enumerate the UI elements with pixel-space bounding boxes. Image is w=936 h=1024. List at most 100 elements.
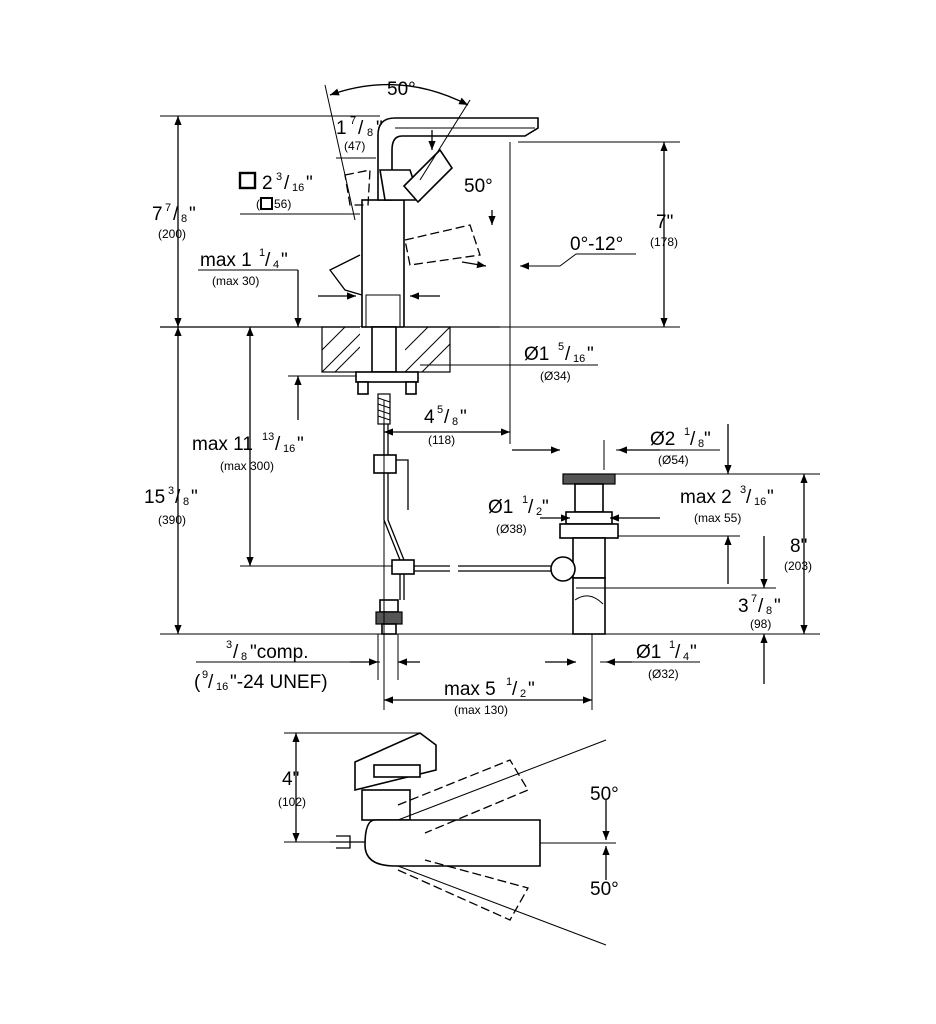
svg-text:max 5: max 5 [444,679,496,700]
svg-text:8": 8" [790,536,807,557]
svg-text:max 11: max 11 [192,434,253,455]
angle-top-label: 50° [387,79,416,100]
svg-text:(200): (200) [158,227,186,241]
svg-text:(Ø34): (Ø34) [540,369,571,383]
svg-text:2: 2 [262,173,273,194]
svg-text:": " [189,204,196,225]
svg-text:4": 4" [282,769,299,790]
svg-text:(102): (102) [278,795,306,809]
svg-text:56): 56) [274,197,291,211]
svg-text:/: / [358,118,364,139]
svg-text:16: 16 [754,496,766,508]
svg-text:4: 4 [683,651,689,663]
svg-text:8: 8 [452,416,458,428]
svg-text:/: / [565,344,571,365]
svg-text:Ø1: Ø1 [488,497,513,518]
svg-text:(Ø54): (Ø54) [658,453,689,467]
svg-text:": " [460,407,467,428]
faucet-body [329,117,539,425]
svg-text:": " [542,497,549,518]
svg-text:(max 55): (max 55) [694,511,741,525]
svg-text:16: 16 [573,353,585,365]
svg-text:": " [297,434,304,455]
svg-text:16: 16 [283,443,295,455]
pivot-nut [550,556,576,582]
plan-angle-up-label: 50° [590,784,619,805]
svg-text:(Ø38): (Ø38) [496,522,527,536]
svg-text:/: / [675,642,681,663]
svg-text:8: 8 [183,496,189,508]
drain-assembly [550,473,619,635]
svg-text:Ø1: Ø1 [636,642,661,663]
svg-text:": " [767,487,774,508]
svg-text:": " [306,173,313,194]
svg-text:"-24 UNEF): "-24 UNEF) [230,672,328,693]
svg-text:(max 300): (max 300) [220,459,274,473]
svg-text:3: 3 [226,639,232,651]
svg-text:/: / [746,487,752,508]
svg-text:5: 5 [437,404,443,416]
svg-text:4: 4 [424,407,435,428]
svg-text:16: 16 [292,182,304,194]
svg-text:/: / [758,596,764,617]
svg-text:": " [587,344,594,365]
svg-text:": " [191,487,198,508]
svg-text:16: 16 [216,681,228,693]
compression-fitting [379,599,399,613]
spout [377,117,539,201]
svg-text:": " [528,679,535,700]
svg-text:": " [281,250,288,271]
svg-text:7: 7 [350,115,356,127]
svg-text:4: 4 [273,259,279,271]
svg-text:/: / [173,204,179,225]
svg-text:2: 2 [520,688,526,700]
svg-text:/: / [690,429,696,450]
svg-text:/: / [208,672,214,693]
svg-text:": " [774,596,781,617]
svg-text:8: 8 [241,651,247,663]
plan-spout [364,819,541,867]
svg-text:1: 1 [522,494,528,506]
svg-text:8: 8 [766,605,772,617]
svg-text:1: 1 [669,639,675,651]
svg-text:13: 13 [262,431,274,443]
svg-text:(178): (178) [650,235,678,249]
drain-cap [562,473,616,485]
svg-text:8: 8 [181,213,187,225]
svg-text:(203): (203) [784,559,812,573]
svg-text:/: / [284,173,290,194]
svg-text:max 2: max 2 [680,487,732,508]
svg-text:5: 5 [558,341,564,353]
svg-text:15: 15 [144,487,165,508]
faucet-column [361,199,405,328]
svg-text:/: / [233,642,239,663]
svg-text:(max 130): (max 130) [454,703,508,717]
dimension-lines [174,83,820,704]
svg-text:1: 1 [506,676,512,688]
spout-dia-metric: (47) [344,139,365,153]
svg-text:(118): (118) [428,433,455,447]
svg-text:max 1: max 1 [200,250,252,271]
svg-text:Ø2: Ø2 [650,429,675,450]
svg-text:7: 7 [751,593,757,605]
svg-text:/: / [512,679,518,700]
svg-text:3: 3 [740,484,746,496]
svg-text:/: / [528,497,534,518]
svg-text:3: 3 [738,596,749,617]
svg-text:9: 9 [202,669,208,681]
supply-hose [373,424,409,635]
svg-text:": " [376,118,383,139]
svg-text:Ø1: Ø1 [524,344,549,365]
svg-text:/: / [175,487,181,508]
svg-text:/: / [275,434,281,455]
svg-text:7: 7 [165,202,171,214]
drain-tailpiece [572,577,606,635]
svg-text:7": 7" [656,212,673,233]
dimension-labels: 50° 1 7 / 8 " (47) 2 3 / 16 " ( 56) 50° … [144,79,812,900]
svg-text:1: 1 [684,426,690,438]
svg-text:": " [704,429,711,450]
svg-text:7: 7 [152,204,163,225]
svg-text:/: / [444,407,450,428]
svg-text:1: 1 [259,247,265,259]
svg-text:(: ( [194,672,201,693]
